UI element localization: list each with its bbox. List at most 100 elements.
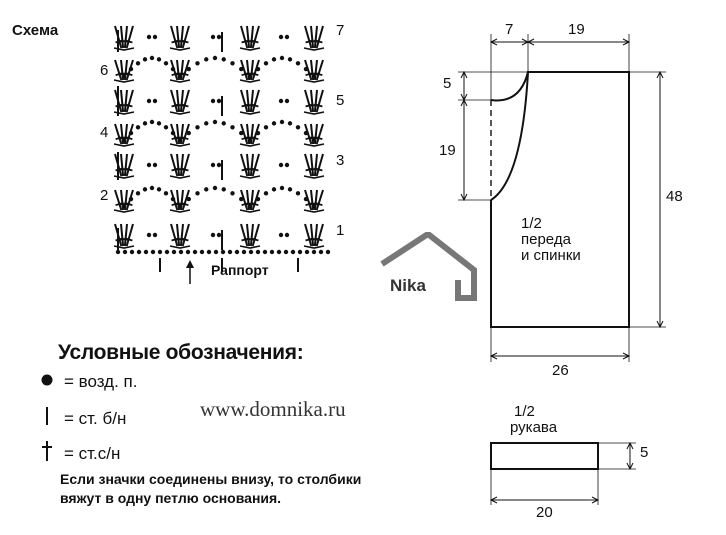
dimension-arrow <box>460 193 468 202</box>
chain-stitch <box>221 121 226 126</box>
double-crochet <box>120 25 125 49</box>
double-crochet-bar <box>180 237 189 242</box>
chain-stitch <box>150 249 156 255</box>
chain-stitch <box>262 249 268 255</box>
chain-stitch <box>220 249 226 255</box>
double-crochet <box>176 189 181 211</box>
double-crochet <box>246 153 251 177</box>
chain-stitch <box>163 61 169 66</box>
sleeve-label-line2: рукава <box>510 419 558 436</box>
double-crochet <box>179 89 184 113</box>
shell-base <box>239 245 261 249</box>
double-crochet <box>313 189 318 211</box>
shell-base <box>239 47 261 51</box>
double-crochet <box>170 25 179 49</box>
chain-stitch <box>239 196 244 202</box>
double-crochet <box>304 25 313 49</box>
double-crochet <box>310 25 315 49</box>
chain-stitch <box>263 191 269 196</box>
double-crochet <box>310 59 315 81</box>
dim-neck-depth: 5 <box>443 75 452 92</box>
chain-stitch <box>325 249 331 255</box>
double-crochet <box>251 223 260 247</box>
dimension-arrow <box>656 70 664 79</box>
double-crochet-bar <box>180 103 189 108</box>
shell-base <box>113 143 135 147</box>
double-crochet <box>181 153 190 177</box>
legend-text-double-crochet: = ст.с/н <box>64 443 121 463</box>
chain-stitch <box>195 191 200 196</box>
chain-stitch <box>142 121 148 126</box>
chain-stitch <box>221 57 226 62</box>
double-crochet-bar <box>314 103 323 108</box>
chain-stitch <box>212 185 218 191</box>
double-crochet <box>170 153 179 177</box>
double-crochet <box>125 153 134 177</box>
shell-base <box>239 175 261 179</box>
double-crochet <box>123 189 128 211</box>
double-crochet <box>176 123 181 145</box>
legend-text-chain: = возд. п. <box>64 372 138 391</box>
row-number-5: 5 <box>336 92 345 109</box>
double-crochet-bar <box>180 167 189 172</box>
double-crochet <box>114 59 123 81</box>
chain-stitch <box>284 98 290 104</box>
double-crochet-bar <box>180 39 189 44</box>
chain-stitch <box>276 249 282 255</box>
double-crochet <box>170 89 179 113</box>
dim-armhole-depth: 19 <box>439 142 456 159</box>
dimension-arrow <box>591 496 600 504</box>
chain-stitch <box>278 232 284 238</box>
double-crochet <box>310 123 315 145</box>
chain-stitch <box>263 61 269 66</box>
double-crochet <box>125 123 134 145</box>
chain-stitch <box>156 187 162 192</box>
double-crochet <box>125 59 134 81</box>
double-crochet <box>240 123 249 145</box>
chain-stitch <box>171 249 177 255</box>
double-crochet-bar <box>314 167 323 172</box>
double-crochet <box>120 59 125 81</box>
double-crochet <box>176 153 181 177</box>
double-crochet-bar <box>314 39 323 44</box>
dimension-arrow <box>622 38 631 46</box>
double-crochet <box>240 153 249 177</box>
double-crochet <box>310 189 315 211</box>
dimension-arrow <box>622 352 631 360</box>
shell-base <box>113 209 135 213</box>
double-crochet-bar <box>314 135 323 141</box>
chain-stitch <box>146 232 152 238</box>
double-crochet <box>240 223 249 247</box>
double-crochet-bar <box>124 39 133 44</box>
double-crochet-bar <box>250 201 259 207</box>
chain-stitch <box>204 121 209 126</box>
shell-base <box>303 143 325 147</box>
shell-base <box>169 175 191 179</box>
chain-stitch <box>152 232 158 238</box>
scheme-title: Схема <box>12 22 59 39</box>
chain-stitch <box>284 34 290 40</box>
chain-stitch <box>164 249 170 255</box>
double-crochet <box>123 123 128 145</box>
chain-stitch <box>204 57 209 62</box>
dimension-arrow <box>626 441 634 450</box>
double-crochet-bar <box>124 237 133 242</box>
logo-text: Nika <box>390 276 426 295</box>
double-crochet <box>123 153 128 177</box>
double-crochet <box>315 153 324 177</box>
shell-base <box>169 143 191 147</box>
body-outline <box>490 71 630 328</box>
chain-stitch <box>263 125 269 130</box>
chain-stitch <box>152 98 158 104</box>
double-crochet <box>176 223 181 247</box>
chain-stitch <box>156 57 162 62</box>
dimension-arrow <box>526 38 535 46</box>
chain-stitch <box>146 162 152 168</box>
chain-stitch <box>135 125 141 130</box>
double-crochet <box>249 223 254 247</box>
dim-neck-width: 7 <box>505 21 514 38</box>
chain-stitch <box>210 232 216 238</box>
chain-stitch <box>230 61 235 66</box>
double-crochet <box>179 59 184 81</box>
legend-item-single-crochet: = ст. б/н <box>36 405 126 432</box>
